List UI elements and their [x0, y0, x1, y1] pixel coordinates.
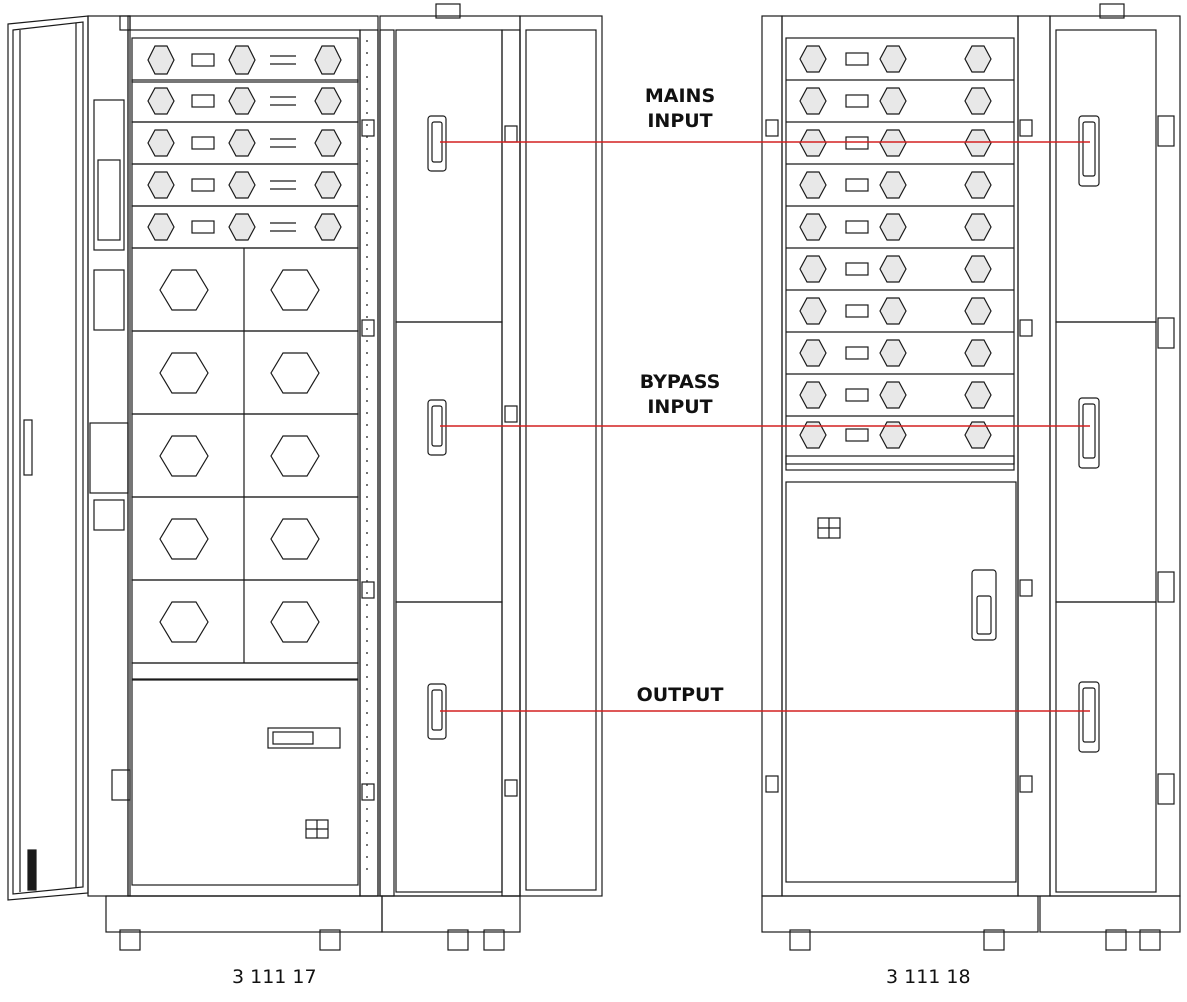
right-cabinet-plinth — [761, 895, 1039, 933]
right-bypass-handle — [1078, 397, 1100, 469]
left-cabinet-plinth — [105, 895, 383, 933]
right-power-modules — [786, 45, 1014, 449]
left-cabinet — [7, 15, 383, 951]
left-cabinet-code: 3 111 17 — [232, 966, 317, 988]
right-cabinet — [761, 15, 1039, 951]
left-side-cabinet — [361, 3, 603, 951]
mains-input-label: MAINS INPUT — [630, 84, 730, 134]
left-lower-panel — [131, 679, 359, 886]
mains-input-label-line1: MAINS — [644, 85, 716, 107]
connector-lines — [440, 141, 1090, 712]
output-label: OUTPUT — [636, 684, 724, 706]
bypass-input-label-line1: BYPASS — [639, 371, 721, 393]
right-mains-handle — [1078, 115, 1100, 187]
right-lower-panel-handle — [971, 569, 997, 641]
bypass-input-label-line2: INPUT — [647, 396, 713, 418]
right-output-handle — [1078, 681, 1100, 753]
right-cabinet-code: 3 111 18 — [886, 966, 971, 988]
right-lower-panel — [785, 481, 1017, 883]
left-power-modules — [131, 37, 359, 249]
bypass-input-label: BYPASS INPUT — [625, 370, 735, 420]
right-side-cabinet — [765, 3, 1181, 951]
mains-input-label-line2: INPUT — [647, 110, 713, 132]
left-mains-handle — [427, 115, 447, 172]
left-display-panel — [267, 727, 341, 749]
left-cabinet-open-door — [7, 15, 89, 901]
left-bypass-handle — [427, 399, 447, 456]
left-battery-drawers — [131, 247, 359, 664]
